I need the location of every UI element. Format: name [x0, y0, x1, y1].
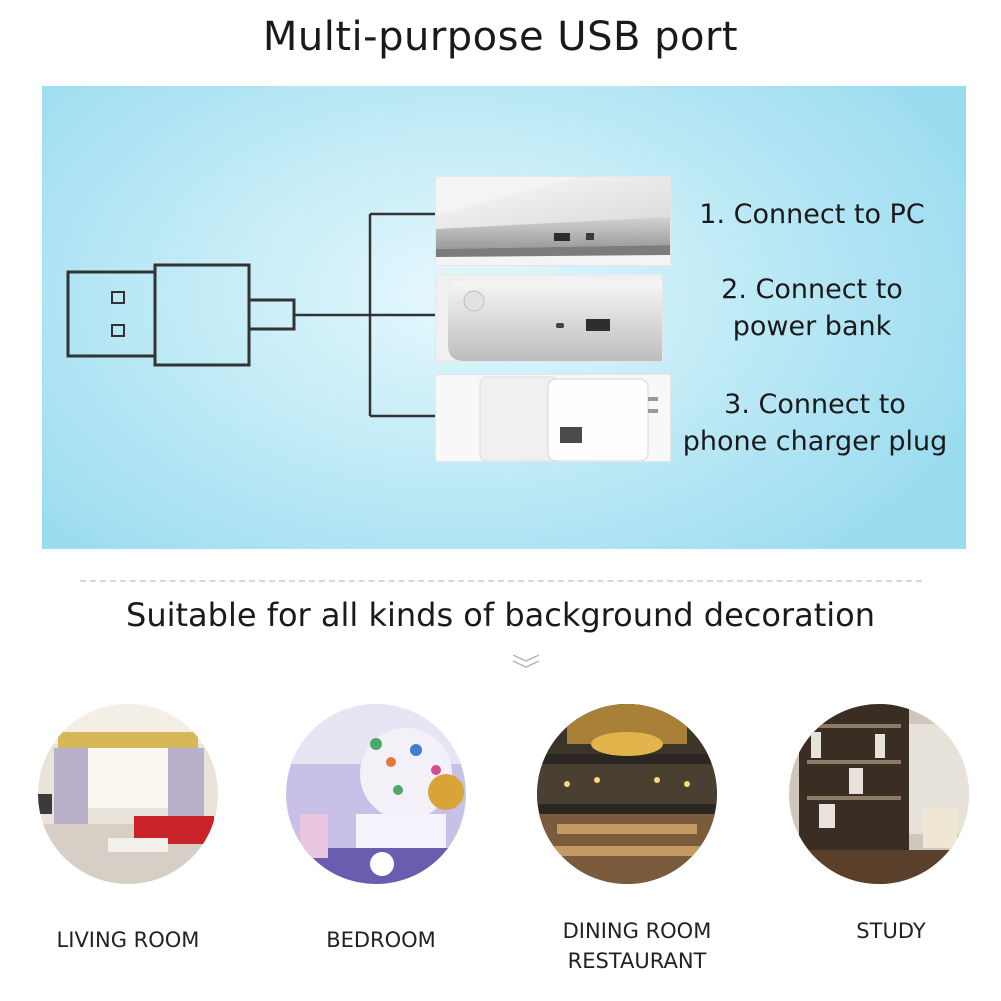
- study-icon: [789, 704, 969, 884]
- laptop-image: [435, 176, 671, 266]
- step-label-connect-pc: 1. Connect to PC: [699, 199, 925, 230]
- step-label-power-bank-line1: 2. Connect to: [721, 274, 903, 305]
- power-bank-image: [435, 274, 663, 362]
- connection-lines: [294, 212, 438, 418]
- double-chevron-down-icon: [512, 654, 540, 668]
- bedroom-icon: [286, 704, 466, 884]
- usb-plug-icon: [66, 263, 296, 367]
- wall-charger-icon: [436, 375, 670, 461]
- study-photo: [789, 704, 969, 884]
- living-room-photo: [38, 704, 218, 884]
- bedroom-photo: [286, 704, 466, 884]
- room-label-restaurant: RESTAURANT: [567, 949, 707, 973]
- dining-room-icon: [537, 704, 717, 884]
- usb-connection-diagram: [66, 212, 438, 418]
- room-label-dining-room: DINING ROOM: [562, 919, 712, 943]
- room-label-bedroom: BEDROOM: [326, 928, 436, 952]
- section-divider: [80, 580, 922, 582]
- dining-room-photo: [537, 704, 717, 884]
- room-label-living-room: LIVING ROOM: [56, 928, 200, 952]
- living-room-icon: [38, 704, 218, 884]
- power-bank-icon: [436, 275, 662, 361]
- step-label-charger-line2: phone charger plug: [682, 426, 948, 457]
- section-subtitle: Suitable for all kinds of background dec…: [126, 596, 875, 634]
- laptop-usb-ports-icon: [436, 177, 670, 265]
- step-label-charger-line1: 3. Connect to: [724, 389, 906, 420]
- usb-usage-panel: 1. Connect to PC 2. Connect to power ban…: [42, 86, 966, 549]
- step-label-power-bank-line2: power bank: [732, 311, 892, 342]
- page-title: Multi-purpose USB port: [262, 14, 739, 60]
- room-label-study: STUDY: [856, 919, 926, 943]
- charger-image: [435, 374, 671, 462]
